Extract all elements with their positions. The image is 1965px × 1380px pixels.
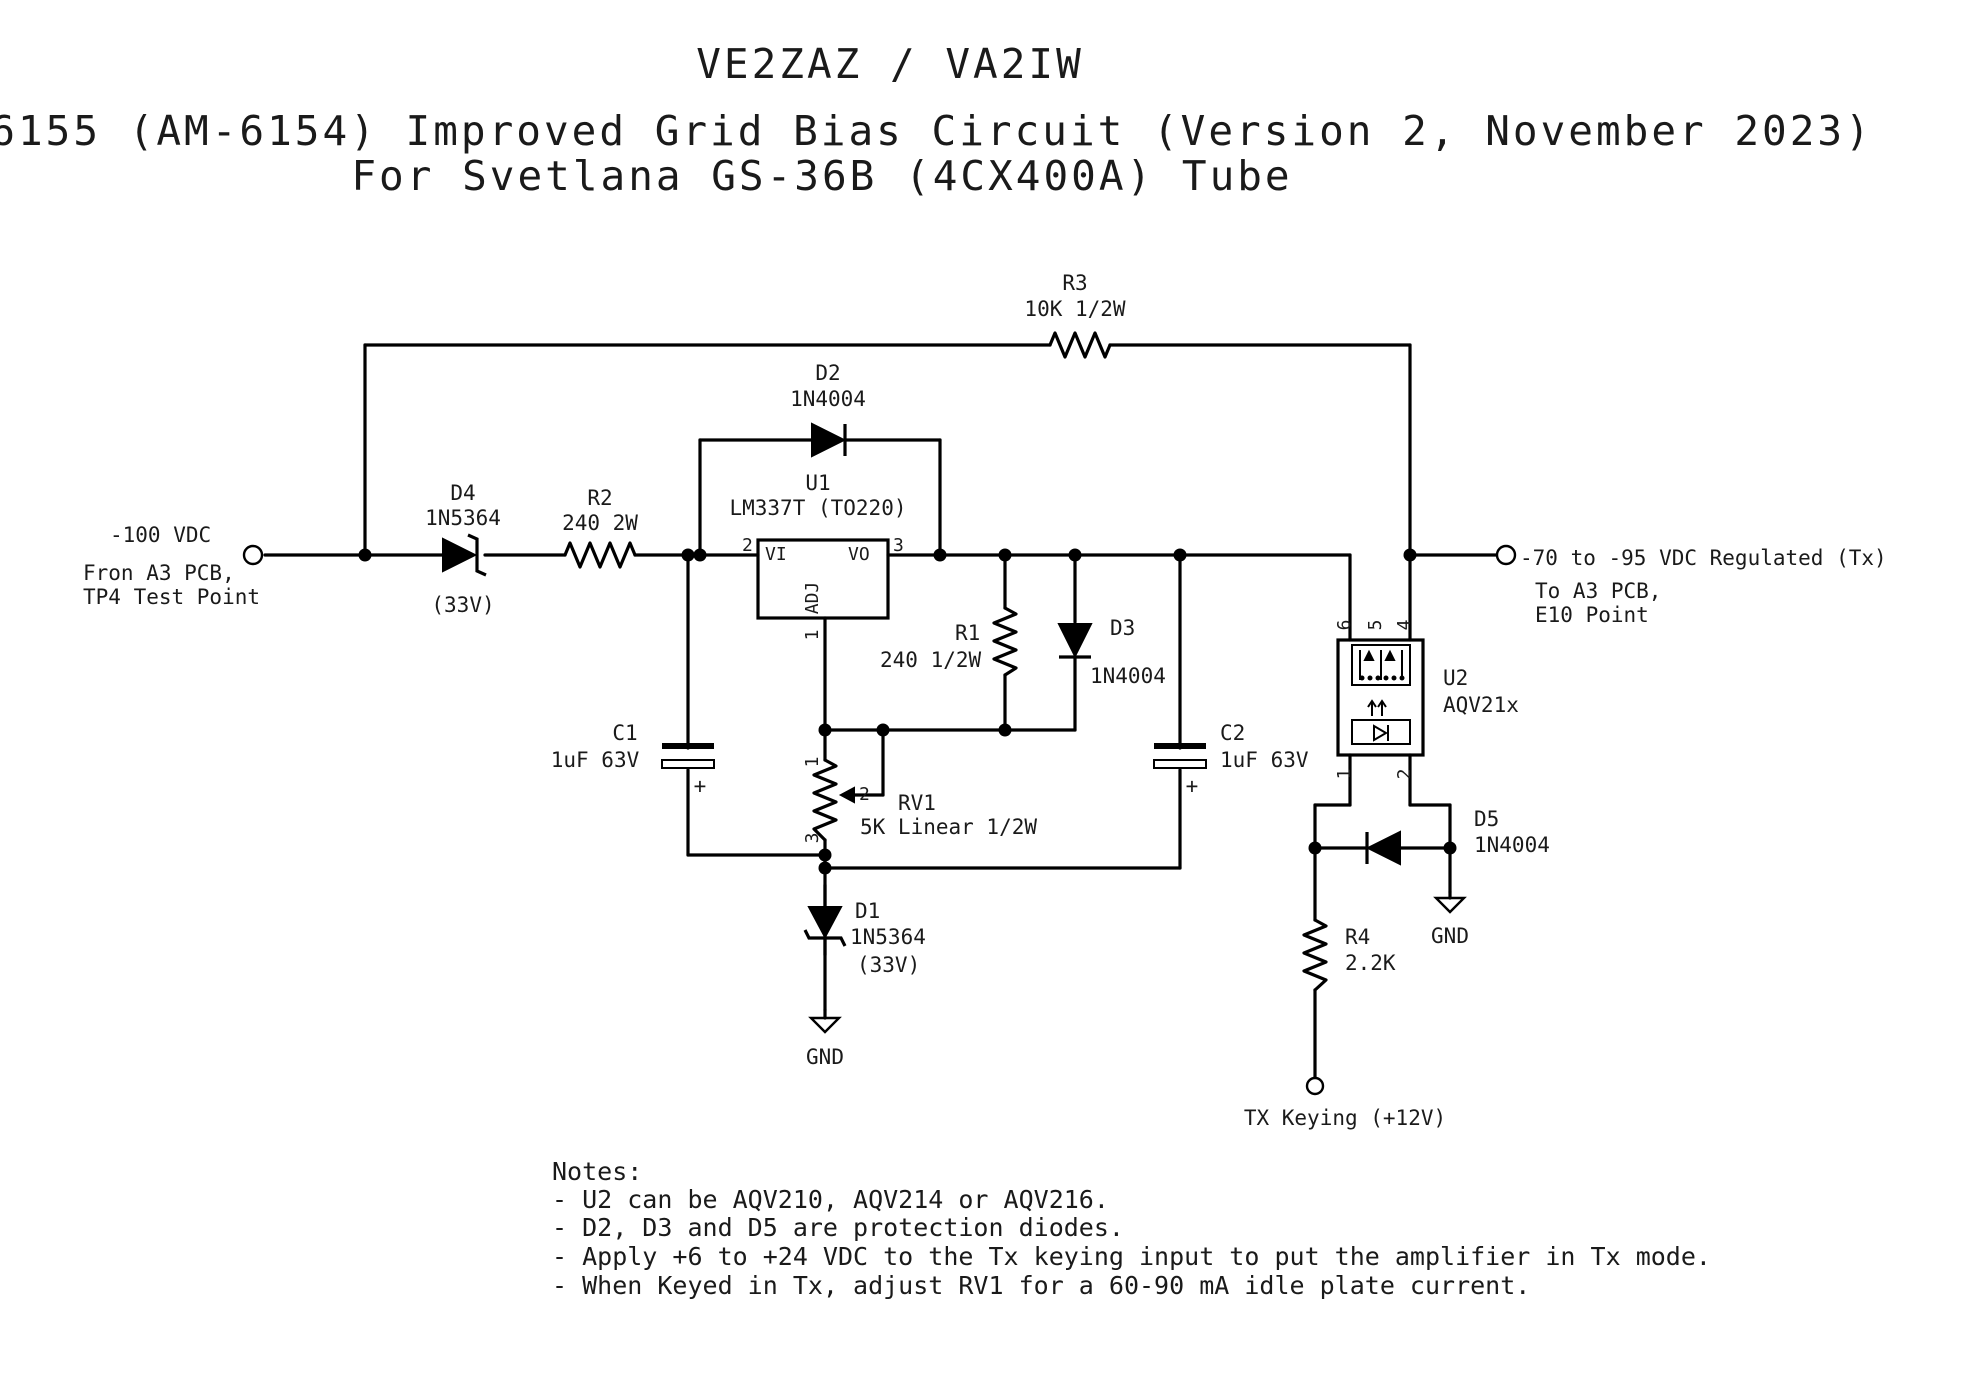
input-source-label-2: TP4 Test Point [83,585,260,609]
c2-value-label: 1uF 63V [1220,748,1309,772]
u1-value-label: LM337T (TO220) [729,496,906,520]
output-terminal[interactable] [1495,544,1517,566]
d1-value-label: 1N5364 [850,925,926,949]
r1-value-label: 240 1/2W [880,648,982,672]
page-title: AM-6155 (AM-6154) Improved Grid Bias Cir… [0,107,1873,155]
r3-ref-label: R3 [1062,271,1087,295]
input-voltage-label: -100 VDC [110,523,211,547]
d1-ref-label: D1 [855,899,880,923]
u2-pin5-number: 5 [1365,620,1386,631]
r2-value-label: 240 2W [562,511,638,535]
d4-ref-label: D4 [450,481,475,505]
input-source-label: Fron A3 PCB, [83,561,235,585]
r4-ref-label: R4 [1345,925,1370,949]
resistor-r3 [1048,331,1112,359]
d2-value-label: 1N4004 [790,387,866,411]
notes-block: Notes: - U2 can be AQV210, AQV214 or AQV… [552,1157,1711,1300]
output-voltage-label: -70 to -95 VDC Regulated (Tx) [1520,546,1887,570]
u1-pin-vi: VI [765,544,787,565]
r2-ref-label: R2 [587,486,612,510]
d5-value-label: 1N4004 [1474,833,1550,857]
u1-pin-adj: ADJ [802,582,823,615]
regulator-u1 [756,538,890,620]
u1-pin1-number: 1 [802,630,823,641]
rv1-pin3-number: 3 [802,833,823,844]
gnd-label-d1: GND [806,1045,844,1069]
note-item: - Apply +6 to +24 VDC to the Tx keying i… [552,1242,1711,1271]
note-item: - U2 can be AQV210, AQV214 or AQV216. [552,1185,1109,1214]
output-dest-label-2: E10 Point [1535,603,1649,627]
c1-value-label: 1uF 63V [551,748,640,772]
wires [263,343,1500,1087]
d3-ref-label: D3 [1110,616,1135,640]
rv1-pin1-number: 1 [802,757,823,768]
diode-d2 [811,422,847,458]
d5-ref-label: D5 [1474,807,1499,831]
capacitor-c2 [1153,743,1207,769]
potentiometer-rv1 [812,758,855,842]
input-terminal[interactable] [242,544,264,566]
ground-icon [808,1008,842,1034]
r1-ref-label: R1 [955,621,980,645]
u2-pin2-number: 2 [1394,769,1415,780]
d4-voltage-label: (33V) [431,593,494,617]
u2-pin1-number: 1 [1334,769,1355,780]
u1-ref-label: U1 [805,471,830,495]
tx-keying-terminal[interactable] [1305,1076,1325,1096]
d2-ref-label: D2 [815,361,840,385]
output-dest-label: To A3 PCB, [1535,579,1661,603]
u2-ref-label: U2 [1443,666,1468,690]
junction-dots [358,548,1457,875]
tx-keying-label: TX Keying (+12V) [1244,1106,1446,1130]
resistor-r2 [563,541,637,569]
zener-diode-d1 [803,906,847,947]
u1-pin3-number: 3 [893,535,904,556]
page-subtitle: For Svetlana GS-36B (4CX400A) Tube [351,152,1292,200]
gnd-label-d5: GND [1431,924,1469,948]
zener-diode-d4 [442,533,487,577]
c1-ref-label: C1 [612,721,637,745]
d3-value-label: 1N4004 [1090,664,1166,688]
resistor-r1 [992,606,1018,677]
d1-voltage-label: (33V) [857,953,920,977]
c2-ref-label: C2 [1220,721,1245,745]
u1-pin2-number: 2 [742,535,753,556]
capacitor-c1 [661,743,715,769]
r3-value-label: 10K 1/2W [1024,297,1126,321]
rv1-pin2-number: 2 [859,784,870,805]
notes-heading: Notes: [552,1157,642,1186]
diode-d3 [1057,623,1093,659]
u2-value-label: AQV21x [1443,693,1519,717]
diode-d5 [1365,830,1401,866]
u2-pin4-number: 4 [1394,620,1415,631]
solid-state-relay-u2 [1336,638,1425,757]
note-item: - When Keyed in Tx, adjust RV1 for a 60-… [552,1271,1530,1300]
note-item: - D2, D3 and D5 are protection diodes. [552,1213,1124,1242]
rv1-ref-label: RV1 [898,791,936,815]
rv1-value-label: 5K Linear 1/2W [860,815,1037,839]
r4-value-label: 2.2K [1345,951,1396,975]
u1-pin-vo: VO [848,544,870,565]
c1-polarity-mark: + [694,774,707,798]
d4-value-label: 1N5364 [425,506,501,530]
authors-callsign: VE2ZAZ / VA2IW [696,40,1084,88]
u2-pin6-number: 6 [1334,620,1355,631]
resistor-r4 [1302,918,1328,992]
c2-polarity-mark: + [1186,774,1199,798]
ground-icon [1433,890,1467,914]
